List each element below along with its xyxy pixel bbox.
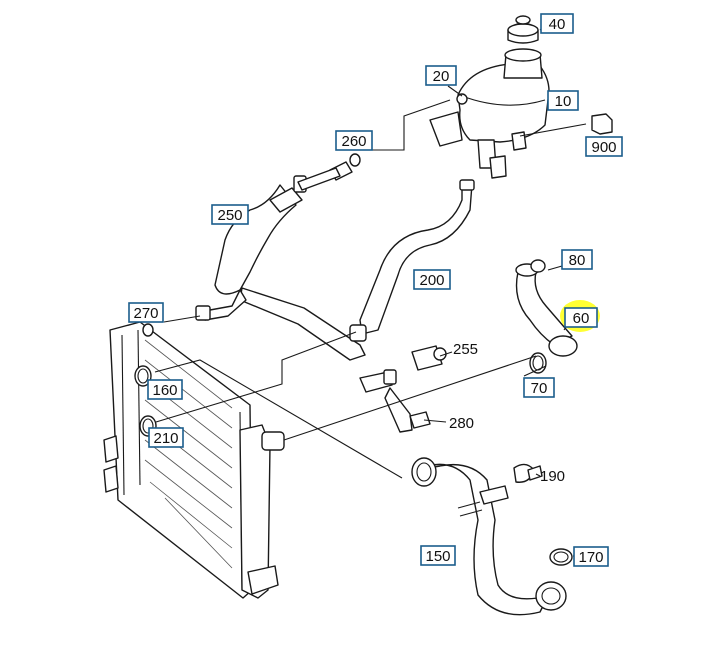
callout-label: 80 [569,252,586,269]
hose-200 [349,179,475,342]
callout-label: 270 [133,305,158,322]
seal-ring-260 [349,153,361,167]
callout-label: 255 [453,341,478,358]
expansion-tank [429,48,550,179]
callout-20[interactable]: 20 [425,65,457,86]
hose-60 [515,259,578,357]
callout-label: 160 [152,382,177,399]
pipe-connectors [359,345,447,433]
callout-200[interactable]: 200 [413,269,451,290]
hose-clamp-190 [513,463,543,483]
callout-60-highlighted[interactable]: 60 [560,300,600,332]
level-sensor [591,113,613,135]
callout-label: 70 [531,380,548,397]
callout-label: 210 [153,430,178,447]
callout-70[interactable]: 70 [523,377,555,398]
callout-210[interactable]: 210 [148,427,184,448]
hose-150 [411,457,567,616]
callout-900[interactable]: 900 [585,136,623,157]
callout-label: 190 [540,468,565,485]
callout-80[interactable]: 80 [561,249,593,270]
callout-label: 250 [217,207,242,224]
callout-label: 150 [425,548,450,565]
hose-250 [195,161,366,361]
callout-280: 280 [449,415,474,432]
callout-250[interactable]: 250 [211,204,249,225]
radiator [103,321,285,599]
callout-270[interactable]: 270 [128,302,164,323]
callout-label: 200 [419,272,444,289]
callout-label: 900 [591,139,616,156]
callout-260[interactable]: 260 [335,130,373,151]
callout-255: 255 [453,341,478,358]
callout-170[interactable]: 170 [573,546,609,567]
filler-cap [507,15,539,44]
callout-190: 190 [540,468,565,485]
callout-label: 260 [341,133,366,150]
leader-lines [154,27,587,557]
seal-ring-170 [549,548,573,566]
callout-label: 170 [578,549,603,566]
seal-ring-270 [142,323,154,337]
callout-label: 20 [433,68,450,85]
callout-label: 40 [549,16,566,33]
seal-ring-160 [134,365,152,387]
callout-150[interactable]: 150 [420,545,456,566]
callout-40[interactable]: 40 [540,13,574,34]
callout-label: 280 [449,415,474,432]
callout-label: 60 [573,310,590,327]
callout-160[interactable]: 160 [147,379,183,400]
callout-label: 10 [555,93,572,110]
callout-10[interactable]: 10 [547,90,579,111]
